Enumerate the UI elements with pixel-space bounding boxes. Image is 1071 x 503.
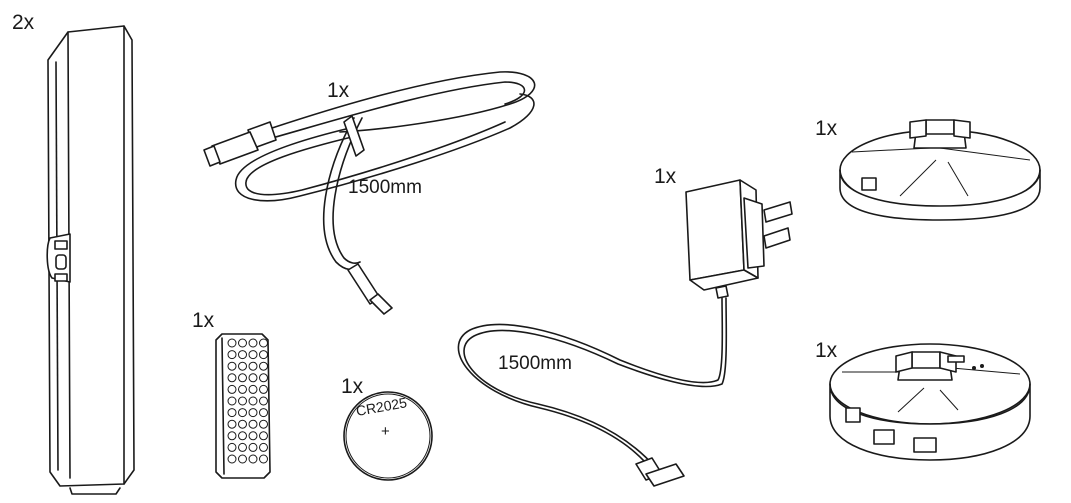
remote-button [238, 454, 247, 464]
remote-button [259, 408, 268, 418]
light-bar-quantity: 2x [12, 11, 35, 34]
remote-button [248, 419, 258, 429]
remote-button [238, 361, 247, 371]
remote-button [248, 442, 258, 452]
remote-button [259, 373, 268, 383]
remote-button [259, 419, 268, 429]
remote-button [248, 431, 258, 441]
remote-button [248, 350, 258, 360]
remote-button [227, 384, 237, 394]
remote-button [238, 442, 247, 452]
remote-button [259, 431, 268, 441]
light-bar-illustration [46, 25, 135, 495]
power-adapter-quantity: 1x [654, 165, 677, 188]
remote-button [227, 350, 237, 360]
remote-button [259, 350, 268, 360]
remote-button [248, 338, 258, 348]
mount-base-top-illustration [839, 119, 1041, 221]
remote-button [238, 396, 247, 406]
remote-button [227, 419, 237, 429]
remote-button [259, 361, 268, 371]
coin-battery-illustration: CR2025 + [343, 391, 433, 481]
remote-button [238, 373, 247, 383]
remote-button [238, 408, 247, 418]
remote-control-illustration [215, 333, 271, 479]
coin-battery-quantity: 1x [341, 375, 364, 398]
remote-button [259, 454, 268, 464]
remote-button [259, 396, 268, 406]
mount-base-bottom-illustration [829, 343, 1031, 461]
remote-button [248, 396, 258, 406]
mount-base-top-quantity: 1x [815, 117, 838, 140]
battery-polarity-text: + [381, 423, 390, 440]
usb-cable-quantity: 1x [327, 79, 350, 102]
remote-button [248, 454, 258, 464]
power-adapter-cable-length: 1500mm [498, 353, 572, 374]
remote-button [238, 350, 247, 360]
remote-button [248, 384, 258, 394]
usb-cable-length: 1500mm [348, 177, 422, 198]
remote-button [227, 454, 237, 464]
remote-control-quantity: 1x [192, 309, 215, 332]
mount-base-bottom-quantity: 1x [815, 339, 838, 362]
remote-button [238, 338, 247, 348]
remote-button [238, 431, 247, 441]
power-adapter-illustration [457, 179, 793, 487]
usb-cable-illustration [203, 71, 536, 315]
remote-button [227, 338, 237, 348]
remote-button [227, 442, 237, 452]
remote-button [248, 361, 258, 371]
remote-button [259, 338, 268, 348]
remote-button [238, 419, 247, 429]
remote-button [248, 373, 258, 383]
remote-button [259, 384, 268, 394]
remote-button [227, 408, 237, 418]
remote-button [227, 396, 237, 406]
remote-button [259, 442, 268, 452]
remote-button [238, 384, 247, 394]
remote-button [248, 408, 258, 418]
remote-button [227, 373, 237, 383]
remote-button [227, 361, 237, 371]
remote-button [227, 431, 237, 441]
